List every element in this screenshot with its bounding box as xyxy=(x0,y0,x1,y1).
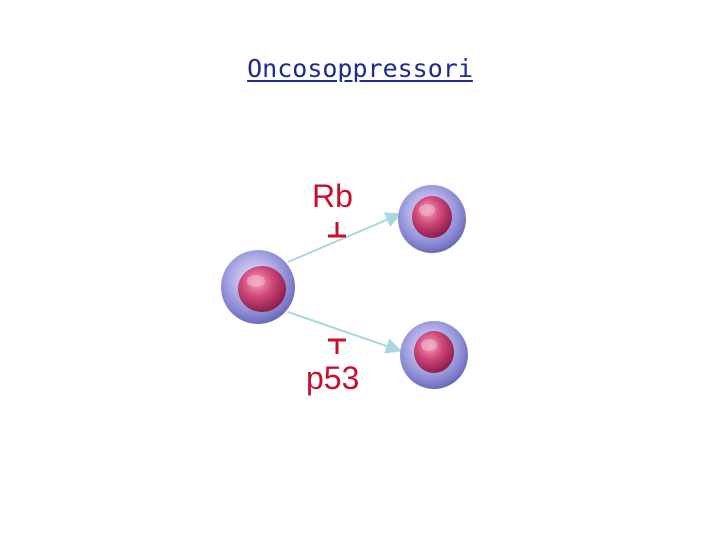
p53-label: p53 xyxy=(306,360,360,396)
arrow-to-upper-cell xyxy=(287,212,402,263)
lower-daughter-cell-icon xyxy=(400,321,468,389)
arrow-to-lower-cell xyxy=(287,311,402,354)
page-title: Oncosoppressori xyxy=(247,54,473,83)
upper-daughter-cell-icon xyxy=(398,185,466,253)
mother-cell-icon xyxy=(221,250,295,324)
rb-inhibition-bar-icon xyxy=(328,222,346,238)
p53-inhibition-bar-icon xyxy=(328,338,346,354)
rb-label: Rb xyxy=(312,178,353,214)
